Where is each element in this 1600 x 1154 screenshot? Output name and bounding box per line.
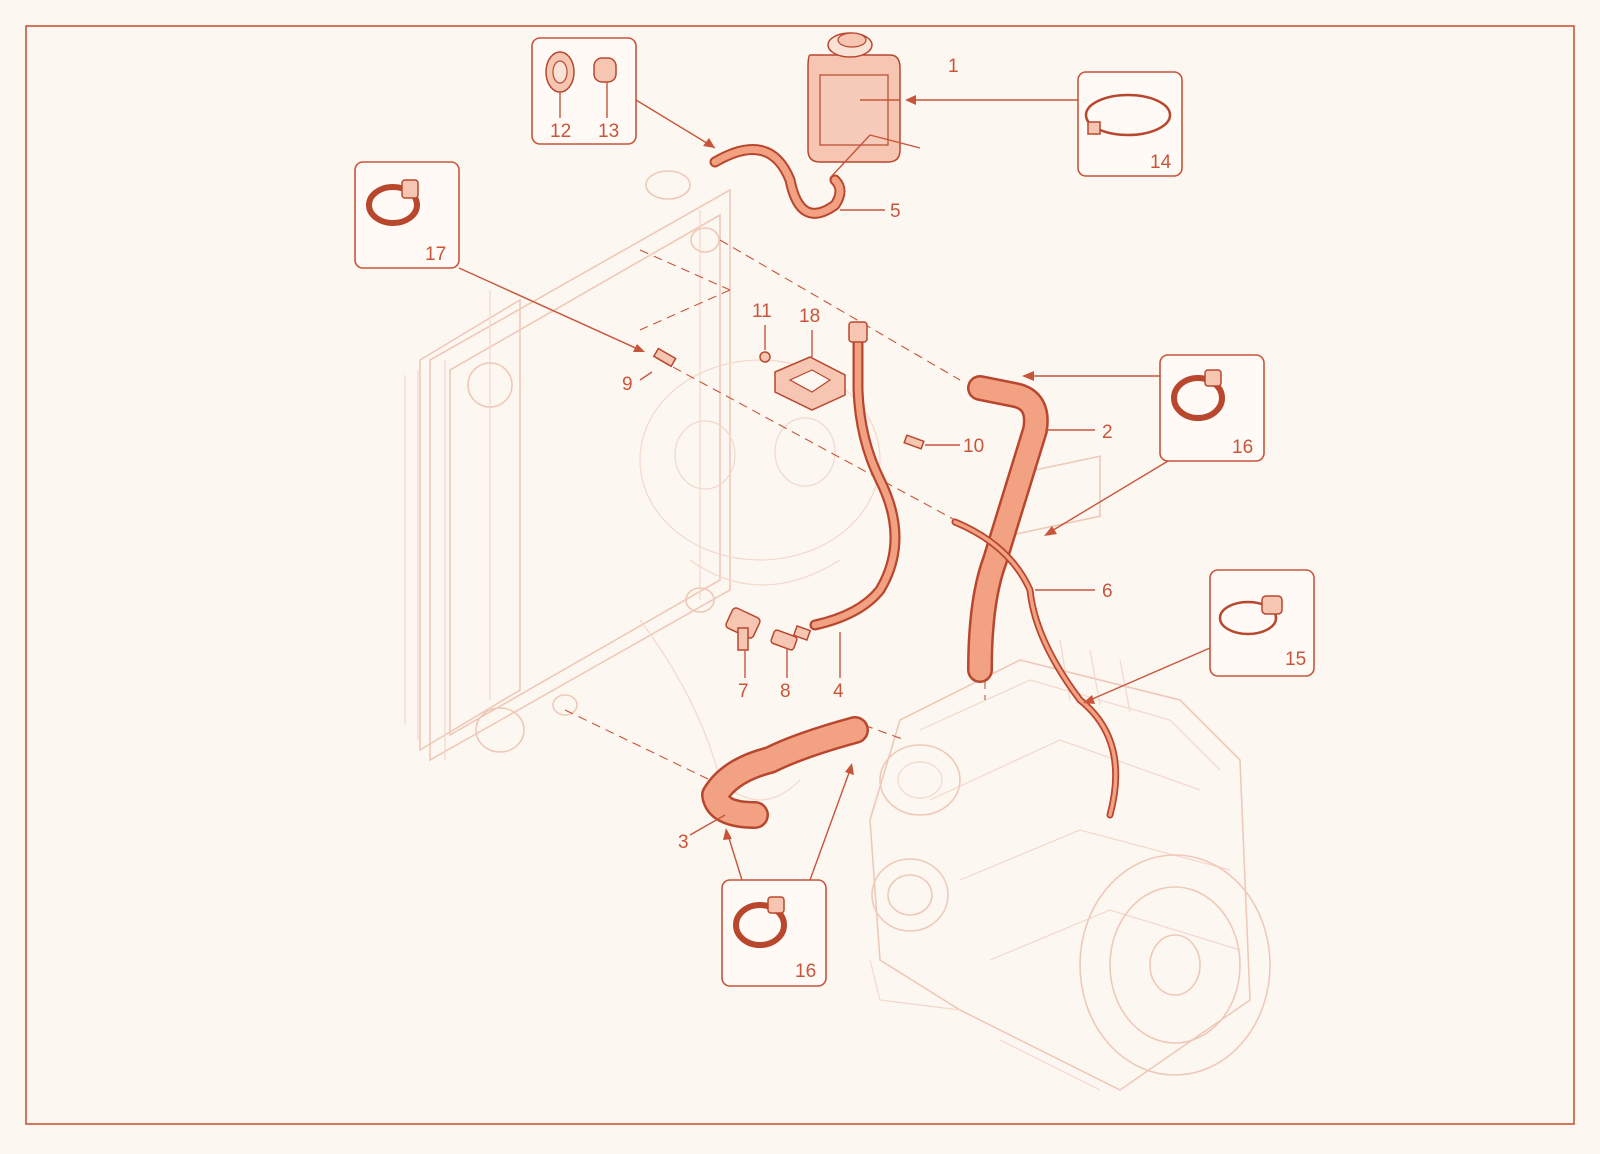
overflow-hose-5 <box>709 134 921 219</box>
label-part-16-lower: 16 <box>795 961 816 982</box>
label-part-10: 10 <box>963 436 984 457</box>
upper-radiator-hose-2 <box>967 375 1095 683</box>
label-part-15: 15 <box>1285 649 1306 670</box>
label-part-11: 11 <box>752 301 772 322</box>
bleed-hose-6 <box>951 518 1120 819</box>
callout-box-12-13 <box>531 37 716 149</box>
label-part-6: 6 <box>1102 581 1113 602</box>
label-part-3: 3 <box>678 832 689 853</box>
frame-border <box>25 25 1575 1125</box>
callout-box-17 <box>354 161 645 352</box>
small-fasteners <box>639 325 960 450</box>
label-part-17: 17 <box>425 244 446 265</box>
label-part-14: 14 <box>1150 152 1172 173</box>
label-part-2: 2 <box>1102 422 1113 443</box>
callout-box-15 <box>1083 569 1315 704</box>
label-part-9: 9 <box>622 374 633 395</box>
label-part-18: 18 <box>799 306 820 327</box>
fitting-7-8 <box>725 607 812 678</box>
label-part-13: 13 <box>598 121 619 142</box>
lower-radiator-hose-3 <box>689 716 869 836</box>
engine-ghost <box>869 455 1271 1091</box>
callout-box-16-upper <box>1022 354 1265 536</box>
label-part-8: 8 <box>780 681 791 702</box>
part-labels: 1 2 3 4 5 6 7 8 9 10 11 18 12 13 14 15 1… <box>425 56 1306 982</box>
label-part-12: 12 <box>550 121 571 142</box>
callout-box-16-lower <box>721 763 854 987</box>
assembly-dashed-lines <box>564 239 986 781</box>
radiator-ghost <box>404 170 731 762</box>
expansion-tank <box>807 32 901 163</box>
label-part-7: 7 <box>738 681 749 702</box>
label-part-4: 4 <box>833 681 844 702</box>
label-part-5: 5 <box>890 201 901 222</box>
callout-box-14 <box>905 71 1183 177</box>
hose-4 <box>809 321 901 678</box>
label-part-1: 1 <box>948 56 959 77</box>
label-part-16-upper: 16 <box>1232 437 1253 458</box>
